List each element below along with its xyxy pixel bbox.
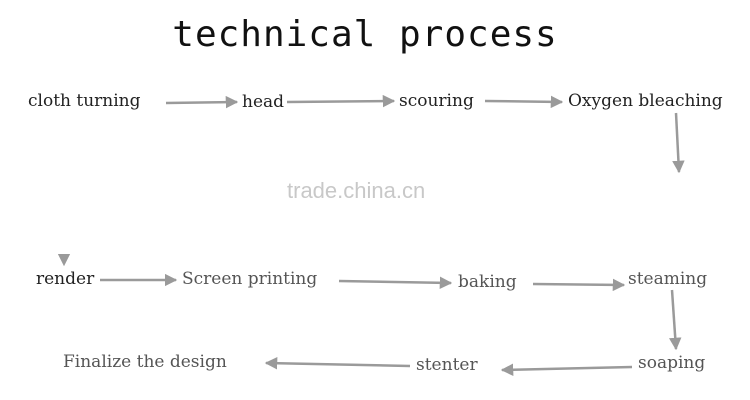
arrow-cloth-turning-to-head — [165, 95, 239, 109]
arrow-scouring-to-oxygen-bleaching — [484, 95, 564, 109]
arrow-oxygen-bleaching-down — [672, 112, 685, 174]
arrow-soaping-to-stenter — [500, 363, 633, 376]
step-steaming: steaming — [628, 269, 708, 289]
step-cloth-turning: cloth turning — [28, 91, 141, 111]
diagram-title: technical process — [172, 14, 558, 55]
step-finalize-the-design: Finalize the design — [63, 352, 227, 372]
arrow-baking-to-steaming — [532, 278, 626, 292]
arrow-head-to-scouring — [286, 94, 396, 108]
arrow-steaming-to-soaping — [669, 289, 682, 351]
step-baking: baking — [458, 272, 517, 292]
arrow-stenter-to-finalize — [264, 356, 411, 370]
step-render: render — [36, 269, 95, 289]
step-oxygen-bleaching: Oxygen bleaching — [568, 91, 723, 111]
step-screen-printing: Screen printing — [182, 269, 318, 289]
step-head: head — [242, 92, 285, 112]
watermark: trade.china.cn — [287, 178, 426, 203]
step-scouring: scouring — [399, 91, 474, 111]
step-stenter: stenter — [416, 355, 478, 375]
arrow-screen-printing-to-baking — [338, 276, 453, 290]
step-soaping: soaping — [638, 353, 706, 373]
